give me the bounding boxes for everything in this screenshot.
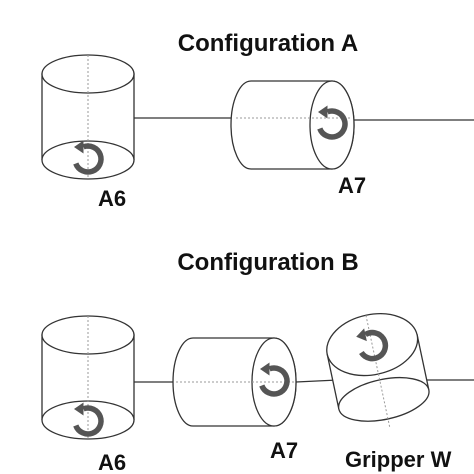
joint-a7-cylinder bbox=[172, 337, 297, 427]
configuration-a-title: Configuration A bbox=[178, 30, 358, 57]
joint-a7-cylinder bbox=[230, 80, 355, 170]
joint-a6-cylinder bbox=[41, 54, 135, 180]
link-a7-gripper bbox=[295, 379, 339, 383]
joint-a6-cylinder bbox=[41, 315, 135, 440]
label-a6: A6 bbox=[98, 186, 126, 211]
label-a7: A7 bbox=[270, 438, 298, 463]
label-a7: A7 bbox=[338, 173, 366, 198]
gripper-cylinder bbox=[326, 313, 430, 429]
configuration-b-title: Configuration B bbox=[177, 249, 358, 276]
label-gripper: Gripper W bbox=[345, 447, 452, 472]
configuration-b: Configuration B A6 A7 Gri bbox=[41, 249, 474, 474]
configuration-a: Configuration A A6 A7 bbox=[41, 30, 474, 211]
label-a6: A6 bbox=[98, 450, 126, 474]
